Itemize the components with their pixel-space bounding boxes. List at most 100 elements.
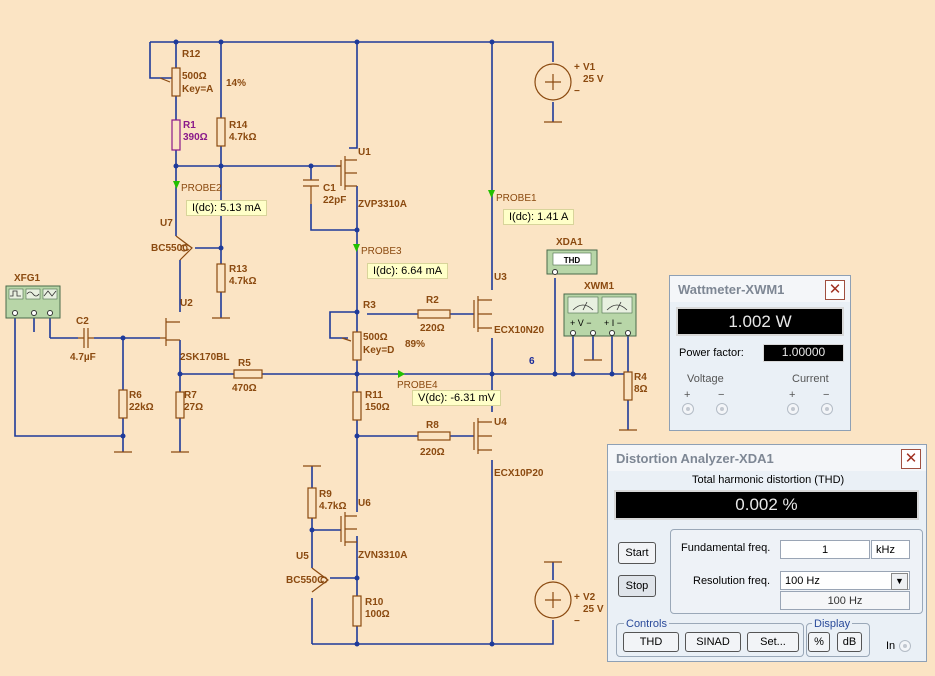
- svg-text:4.7kΩ: 4.7kΩ: [229, 276, 256, 287]
- r8-resistor[interactable]: R8 220Ω: [417, 420, 451, 458]
- svg-text:R10: R10: [365, 597, 384, 608]
- svg-text:+: +: [574, 62, 580, 73]
- r14-resistor[interactable]: R14 4.7kΩ: [216, 117, 256, 147]
- xfg1-function-generator[interactable]: XFG1: [5, 273, 61, 319]
- power-factor-display: 1.00000: [763, 344, 844, 362]
- distortion-close-button[interactable]: ✕: [901, 449, 921, 469]
- c1-capacitor[interactable]: C1 22pF: [303, 179, 346, 206]
- set-button[interactable]: Set...: [747, 632, 799, 652]
- r1-resistor[interactable]: R1 390Ω: [171, 119, 208, 151]
- r11-resistor[interactable]: R11 150Ω: [352, 390, 390, 421]
- r13-resistor[interactable]: R13 4.7kΩ: [216, 263, 256, 293]
- wattmeter-window[interactable]: Wattmeter-XWM1 ✕ 1.002 W Power factor: 1…: [669, 275, 851, 431]
- svg-text:R9: R9: [319, 489, 332, 500]
- probe-markers[interactable]: PROBE2 PROBE1 PROBE3 PROBE4: [173, 181, 537, 391]
- v1-dc-source[interactable]: + V1 25 V −: [534, 62, 604, 101]
- v2-dc-source[interactable]: + V2 25 V −: [534, 581, 604, 627]
- svg-text:PROBE4: PROBE4: [397, 380, 438, 391]
- thd-reading-display: 0.002 %: [614, 490, 919, 520]
- probe4-readout: V(dc): -6.31 mV: [412, 390, 502, 406]
- node-label: 6: [529, 356, 535, 367]
- svg-text:27Ω: 27Ω: [184, 402, 203, 413]
- thd-button[interactable]: THD: [623, 632, 679, 652]
- svg-text:U6: U6: [358, 498, 371, 509]
- u7-bjt[interactable]: U7 BC550C: [151, 218, 193, 261]
- svg-text:25 V: 25 V: [583, 604, 604, 615]
- svg-text:ZVP3310A: ZVP3310A: [358, 199, 407, 210]
- svg-text:−: −: [574, 86, 580, 97]
- fundamental-freq-input[interactable]: 1: [780, 540, 870, 559]
- resolution-freq-select[interactable]: 100 Hz ▼: [780, 571, 910, 590]
- svg-text:+: +: [574, 592, 580, 603]
- distortion-analyzer-window[interactable]: Distortion Analyzer-XDA1 ✕ Total harmoni…: [607, 444, 927, 662]
- u1-mosfet[interactable]: U1 ZVP3310A: [336, 147, 407, 210]
- input-terminal[interactable]: [899, 640, 911, 652]
- svg-text:U7: U7: [160, 218, 173, 229]
- probe2-readout: I(dc): 5.13 mA: [186, 200, 268, 216]
- r2-resistor[interactable]: R2 220Ω: [417, 295, 451, 334]
- svg-text:R11: R11: [365, 390, 383, 401]
- u6-mosfet[interactable]: U6 ZVN3310A: [340, 498, 407, 561]
- svg-text:+ I −: + I −: [604, 318, 622, 328]
- svg-text:25 V: 25 V: [583, 74, 604, 85]
- svg-text:2SK170BL: 2SK170BL: [180, 352, 229, 363]
- resolution-freq-readout: 100 Hz: [780, 591, 910, 610]
- current-plus-terminal[interactable]: [787, 403, 799, 415]
- r12-potentiometer[interactable]: R12 500Ω Key=A 14%: [159, 49, 246, 97]
- svg-text:THD: THD: [564, 256, 581, 265]
- current-minus-terminal[interactable]: [821, 403, 833, 415]
- xda1-distortion-analyzer-symbol[interactable]: THD XDA1: [546, 237, 598, 275]
- wattmeter-close-button[interactable]: ✕: [825, 280, 845, 300]
- svg-text:BC550C: BC550C: [286, 575, 324, 586]
- sinad-button[interactable]: SINAD: [685, 632, 741, 652]
- svg-text:14%: 14%: [226, 78, 246, 89]
- r5-resistor[interactable]: R5 470Ω: [232, 358, 263, 394]
- fundamental-freq-unit[interactable]: kHz: [871, 540, 910, 559]
- db-button[interactable]: dB: [837, 632, 862, 652]
- u2-jfet[interactable]: U2 2SK170BL: [160, 298, 229, 363]
- svg-text:C1: C1: [323, 183, 336, 194]
- chevron-down-icon[interactable]: ▼: [891, 573, 908, 590]
- svg-text:R8: R8: [426, 420, 439, 431]
- start-button[interactable]: Start: [618, 542, 656, 564]
- svg-text:ZVN3310A: ZVN3310A: [358, 550, 407, 561]
- voltage-minus-terminal[interactable]: [716, 403, 728, 415]
- svg-text:390Ω: 390Ω: [183, 132, 208, 143]
- svg-text:BC550C: BC550C: [151, 243, 189, 254]
- r9-resistor[interactable]: R9 4.7kΩ: [307, 487, 346, 519]
- svg-text:500Ω: 500Ω: [182, 71, 207, 82]
- distortion-title[interactable]: Distortion Analyzer-XDA1: [608, 445, 926, 471]
- wattmeter-title[interactable]: Wattmeter-XWM1: [670, 276, 850, 302]
- svg-text:220Ω: 220Ω: [420, 323, 445, 334]
- percent-button[interactable]: %: [808, 632, 830, 652]
- current-plus-label: +: [789, 389, 796, 401]
- voltage-plus-terminal[interactable]: [682, 403, 694, 415]
- r4-resistor[interactable]: R4 8Ω: [623, 371, 648, 401]
- display-group-label: Display: [812, 618, 853, 630]
- svg-text:R4: R4: [634, 372, 647, 383]
- svg-text:U2: U2: [180, 298, 193, 309]
- xwm1-wattmeter-symbol[interactable]: + V − + I − XWM1: [563, 281, 637, 337]
- r7-resistor[interactable]: R7 27Ω: [175, 390, 203, 419]
- svg-text:89%: 89%: [405, 339, 425, 350]
- r10-resistor[interactable]: R10 100Ω: [352, 595, 390, 627]
- svg-text:PROBE2: PROBE2: [181, 183, 222, 194]
- svg-text:R2: R2: [426, 295, 439, 306]
- svg-text:U5: U5: [296, 551, 309, 562]
- r6-resistor[interactable]: R6 22kΩ: [118, 389, 154, 419]
- wattmeter-reading-display: 1.002 W: [676, 307, 844, 336]
- c2-capacitor[interactable]: C2 4.7µF: [70, 316, 96, 363]
- u5-bjt[interactable]: U5 BC550C: [286, 551, 329, 593]
- svg-text:R6: R6: [129, 390, 142, 401]
- svg-text:U4: U4: [494, 417, 507, 428]
- svg-text:XFG1: XFG1: [14, 273, 41, 284]
- svg-text:500Ω: 500Ω: [363, 332, 388, 343]
- svg-text:R13: R13: [229, 264, 248, 275]
- stop-button[interactable]: Stop: [618, 575, 656, 597]
- u4-mosfet[interactable]: U4 ECX10P20: [473, 417, 544, 479]
- u3-mosfet[interactable]: U3 ECX10N20: [473, 272, 544, 336]
- r3-potentiometer[interactable]: R3 500Ω Key=D 89%: [341, 300, 425, 361]
- controls-group-label: Controls: [624, 618, 669, 630]
- svg-text:ECX10P20: ECX10P20: [494, 468, 544, 479]
